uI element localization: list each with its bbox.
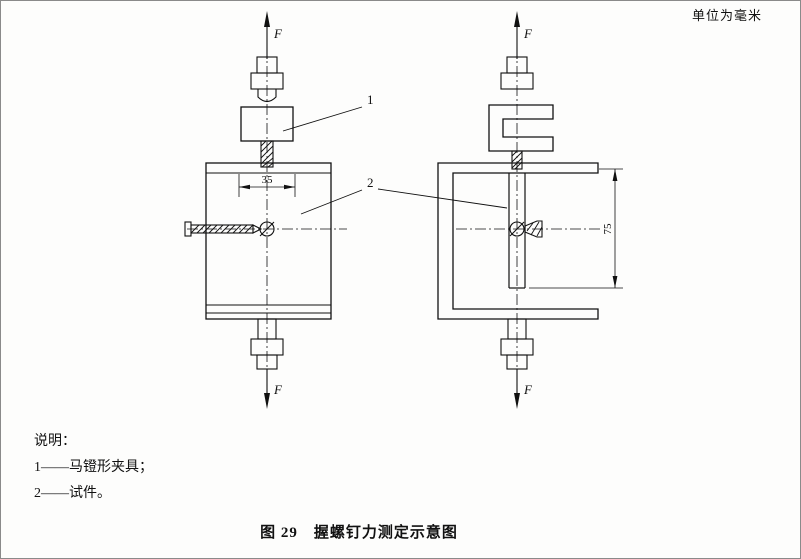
legend-title: 说明： [34, 434, 76, 449]
leader-line-2a [300, 189, 363, 215]
unit-note: 单位为毫米 [691, 8, 762, 23]
countersunk-screw-side [524, 220, 543, 238]
force-label-top-right: F [523, 26, 533, 41]
dimension-75 [529, 168, 623, 289]
callout-2-label: 2 [367, 175, 374, 190]
dim-height-label: 75 [602, 223, 614, 235]
dim-width-label: 35 [262, 174, 274, 186]
specimen-body-front [205, 162, 332, 320]
right-view [437, 11, 623, 409]
left-view [184, 11, 347, 409]
centerlines-right [456, 47, 603, 405]
centerlines-left [187, 47, 347, 405]
leader-line-2b [377, 188, 508, 209]
figure-caption: 图 29 握螺钉力测定示意图 [260, 525, 458, 541]
legend-item-1: 1——马镫形夹具； [34, 460, 153, 475]
stirrup-clamp-side [488, 104, 554, 152]
callout-1-label: 1 [367, 92, 374, 107]
force-label-bottom-left: F [273, 382, 283, 397]
legend-item-2: 2——试件。 [34, 486, 111, 501]
force-label-bottom-right: F [523, 382, 533, 397]
force-label-top-left: F [273, 26, 283, 41]
hook-top-left [257, 89, 277, 103]
test-frame-bracket [437, 162, 599, 320]
leader-line-1 [282, 106, 363, 132]
callout-leaders [282, 106, 508, 215]
legend: 说明： 1——马镫形夹具； 2——试件。 [34, 429, 153, 507]
